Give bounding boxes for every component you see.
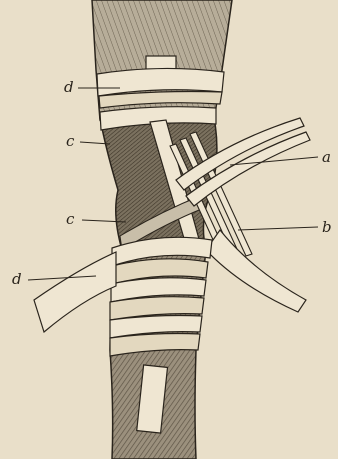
leader-b [238, 227, 318, 230]
strip-d-bottom-end [34, 252, 116, 332]
label-d-bottom: d [12, 272, 22, 287]
label-c-middle: c [66, 212, 74, 227]
label-d-top: d [64, 80, 74, 95]
strip-trailing [206, 230, 306, 312]
label-c-top: c [66, 134, 74, 149]
label-a: a [322, 150, 331, 165]
label-b: b [322, 220, 332, 235]
